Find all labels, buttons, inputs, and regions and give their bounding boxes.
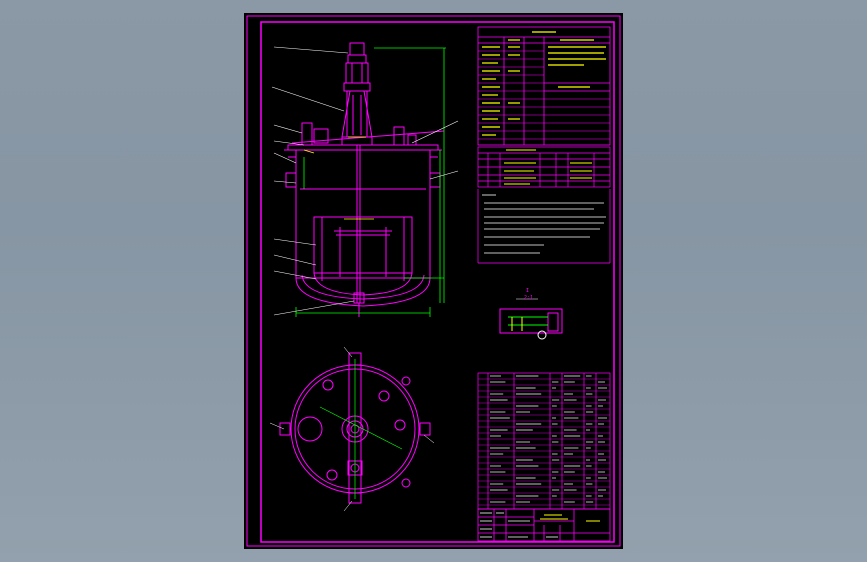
- nozzle-table-text: [504, 149, 592, 185]
- detail-label: I: [526, 288, 530, 294]
- plan-leaders: [269, 346, 435, 512]
- spec-table-rows: [478, 50, 610, 140]
- vessel-elevation: [284, 42, 445, 317]
- hatch-accents: [303, 136, 374, 220]
- flange-detail: [499, 298, 563, 340]
- plan-centerlines: [319, 359, 403, 499]
- leader-lines: [271, 46, 459, 316]
- parts-list-text: [490, 375, 607, 503]
- technical-notes: [482, 194, 606, 254]
- title-block-text: [540, 514, 600, 522]
- title-block: [477, 508, 611, 542]
- parts-list-rows: [478, 378, 610, 506]
- drawing-sheet: I 2:1: [244, 13, 623, 549]
- parts-list: [477, 372, 611, 510]
- dimension-lines: [295, 47, 446, 317]
- title-block-signatures: [480, 512, 558, 538]
- outer-border: [246, 15, 621, 547]
- nozzle-table: [477, 146, 611, 188]
- cad-drawing: [246, 15, 621, 547]
- detail-scale: 2:1: [524, 295, 534, 301]
- inner-border: [260, 21, 615, 543]
- spec-table-text: [482, 31, 606, 136]
